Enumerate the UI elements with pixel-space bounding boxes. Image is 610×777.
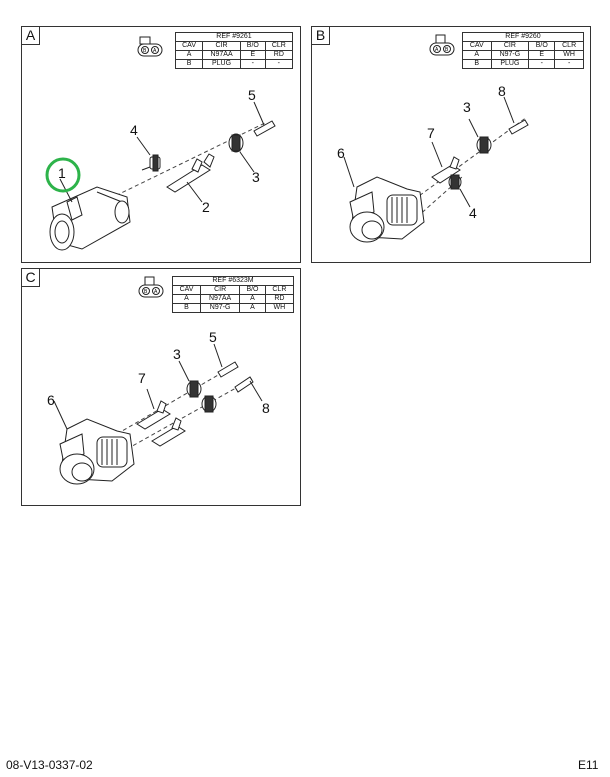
terminal bbox=[431, 156, 461, 184]
cavity-plug bbox=[141, 154, 161, 172]
callout-7: 7 bbox=[427, 125, 435, 141]
page-number: E11 bbox=[578, 758, 599, 772]
panel-c: C B A REF #6323M CAV CIR B/O CLR A N97AA… bbox=[21, 268, 301, 506]
wire-end bbox=[508, 119, 529, 135]
svg-text:A: A bbox=[153, 48, 157, 54]
callout-4: 4 bbox=[130, 122, 138, 138]
panel-letter: B bbox=[312, 27, 330, 45]
callout-7: 7 bbox=[138, 370, 146, 386]
table-cell: PLUG bbox=[202, 59, 241, 69]
exploded-view-drawing bbox=[45, 101, 276, 251]
terminal bbox=[136, 400, 186, 447]
ref-table: REF #9260 CAV CIR B/O CLR A N97-G E WH B… bbox=[462, 32, 584, 69]
wire-seal bbox=[228, 133, 244, 153]
table-cell: - bbox=[528, 59, 556, 69]
highlight-circle bbox=[45, 157, 81, 193]
table-cell: - bbox=[264, 59, 294, 69]
panel-a: A B A REF #9261 CAV CIR B/O CLR A N97AA … bbox=[21, 26, 301, 263]
svg-text:A: A bbox=[435, 47, 439, 53]
document-id: 08-V13-0337-02 bbox=[6, 758, 93, 772]
svg-text:B: B bbox=[144, 289, 148, 295]
callout-3: 3 bbox=[252, 169, 260, 185]
exploded-view-drawing bbox=[343, 96, 529, 243]
panel-b: B A B REF #9260 CAV CIR B/O CLR A N97-G … bbox=[311, 26, 591, 263]
terminal bbox=[166, 153, 215, 193]
callout-5: 5 bbox=[209, 329, 217, 345]
ref-table: REF #6323M CAV CIR B/O CLR A N97AA A RD … bbox=[171, 276, 295, 313]
wire-end bbox=[253, 120, 276, 137]
svg-text:A: A bbox=[154, 289, 158, 295]
panel-letter: A bbox=[22, 27, 40, 45]
connector-body bbox=[59, 418, 135, 485]
connector-pinout-icon: B A bbox=[137, 36, 163, 57]
callout-6: 6 bbox=[337, 145, 345, 161]
connector-pinout-icon: B A bbox=[138, 276, 164, 298]
exploded-view-drawing bbox=[53, 343, 263, 485]
cavity-plug bbox=[448, 174, 462, 190]
table-cell: B bbox=[174, 59, 204, 69]
callout-8: 8 bbox=[262, 400, 270, 416]
svg-text:B: B bbox=[445, 47, 449, 53]
callout-8: 8 bbox=[498, 83, 506, 99]
callout-2: 2 bbox=[202, 199, 210, 215]
wire-seal bbox=[186, 380, 217, 413]
connector-pinout-icon: A B bbox=[429, 34, 455, 56]
table-cell: N97-G bbox=[200, 303, 241, 313]
wire-end bbox=[217, 361, 254, 393]
svg-text:B: B bbox=[143, 48, 147, 54]
callout-6: 6 bbox=[47, 392, 55, 408]
callout-5: 5 bbox=[248, 87, 256, 103]
callout-3: 3 bbox=[173, 346, 181, 362]
connector-body bbox=[349, 176, 425, 243]
callout-4: 4 bbox=[469, 205, 477, 221]
connector-housing bbox=[49, 186, 131, 251]
ref-table: REF #9261 CAV CIR B/O CLR A N97AA E RD B… bbox=[174, 32, 294, 69]
table-cell: - bbox=[554, 59, 584, 69]
table-cell: WH bbox=[264, 303, 295, 313]
wire-seal bbox=[476, 136, 492, 154]
callout-3: 3 bbox=[463, 99, 471, 115]
panel-letter: C bbox=[22, 269, 40, 287]
callout-1: 1 bbox=[58, 165, 66, 181]
